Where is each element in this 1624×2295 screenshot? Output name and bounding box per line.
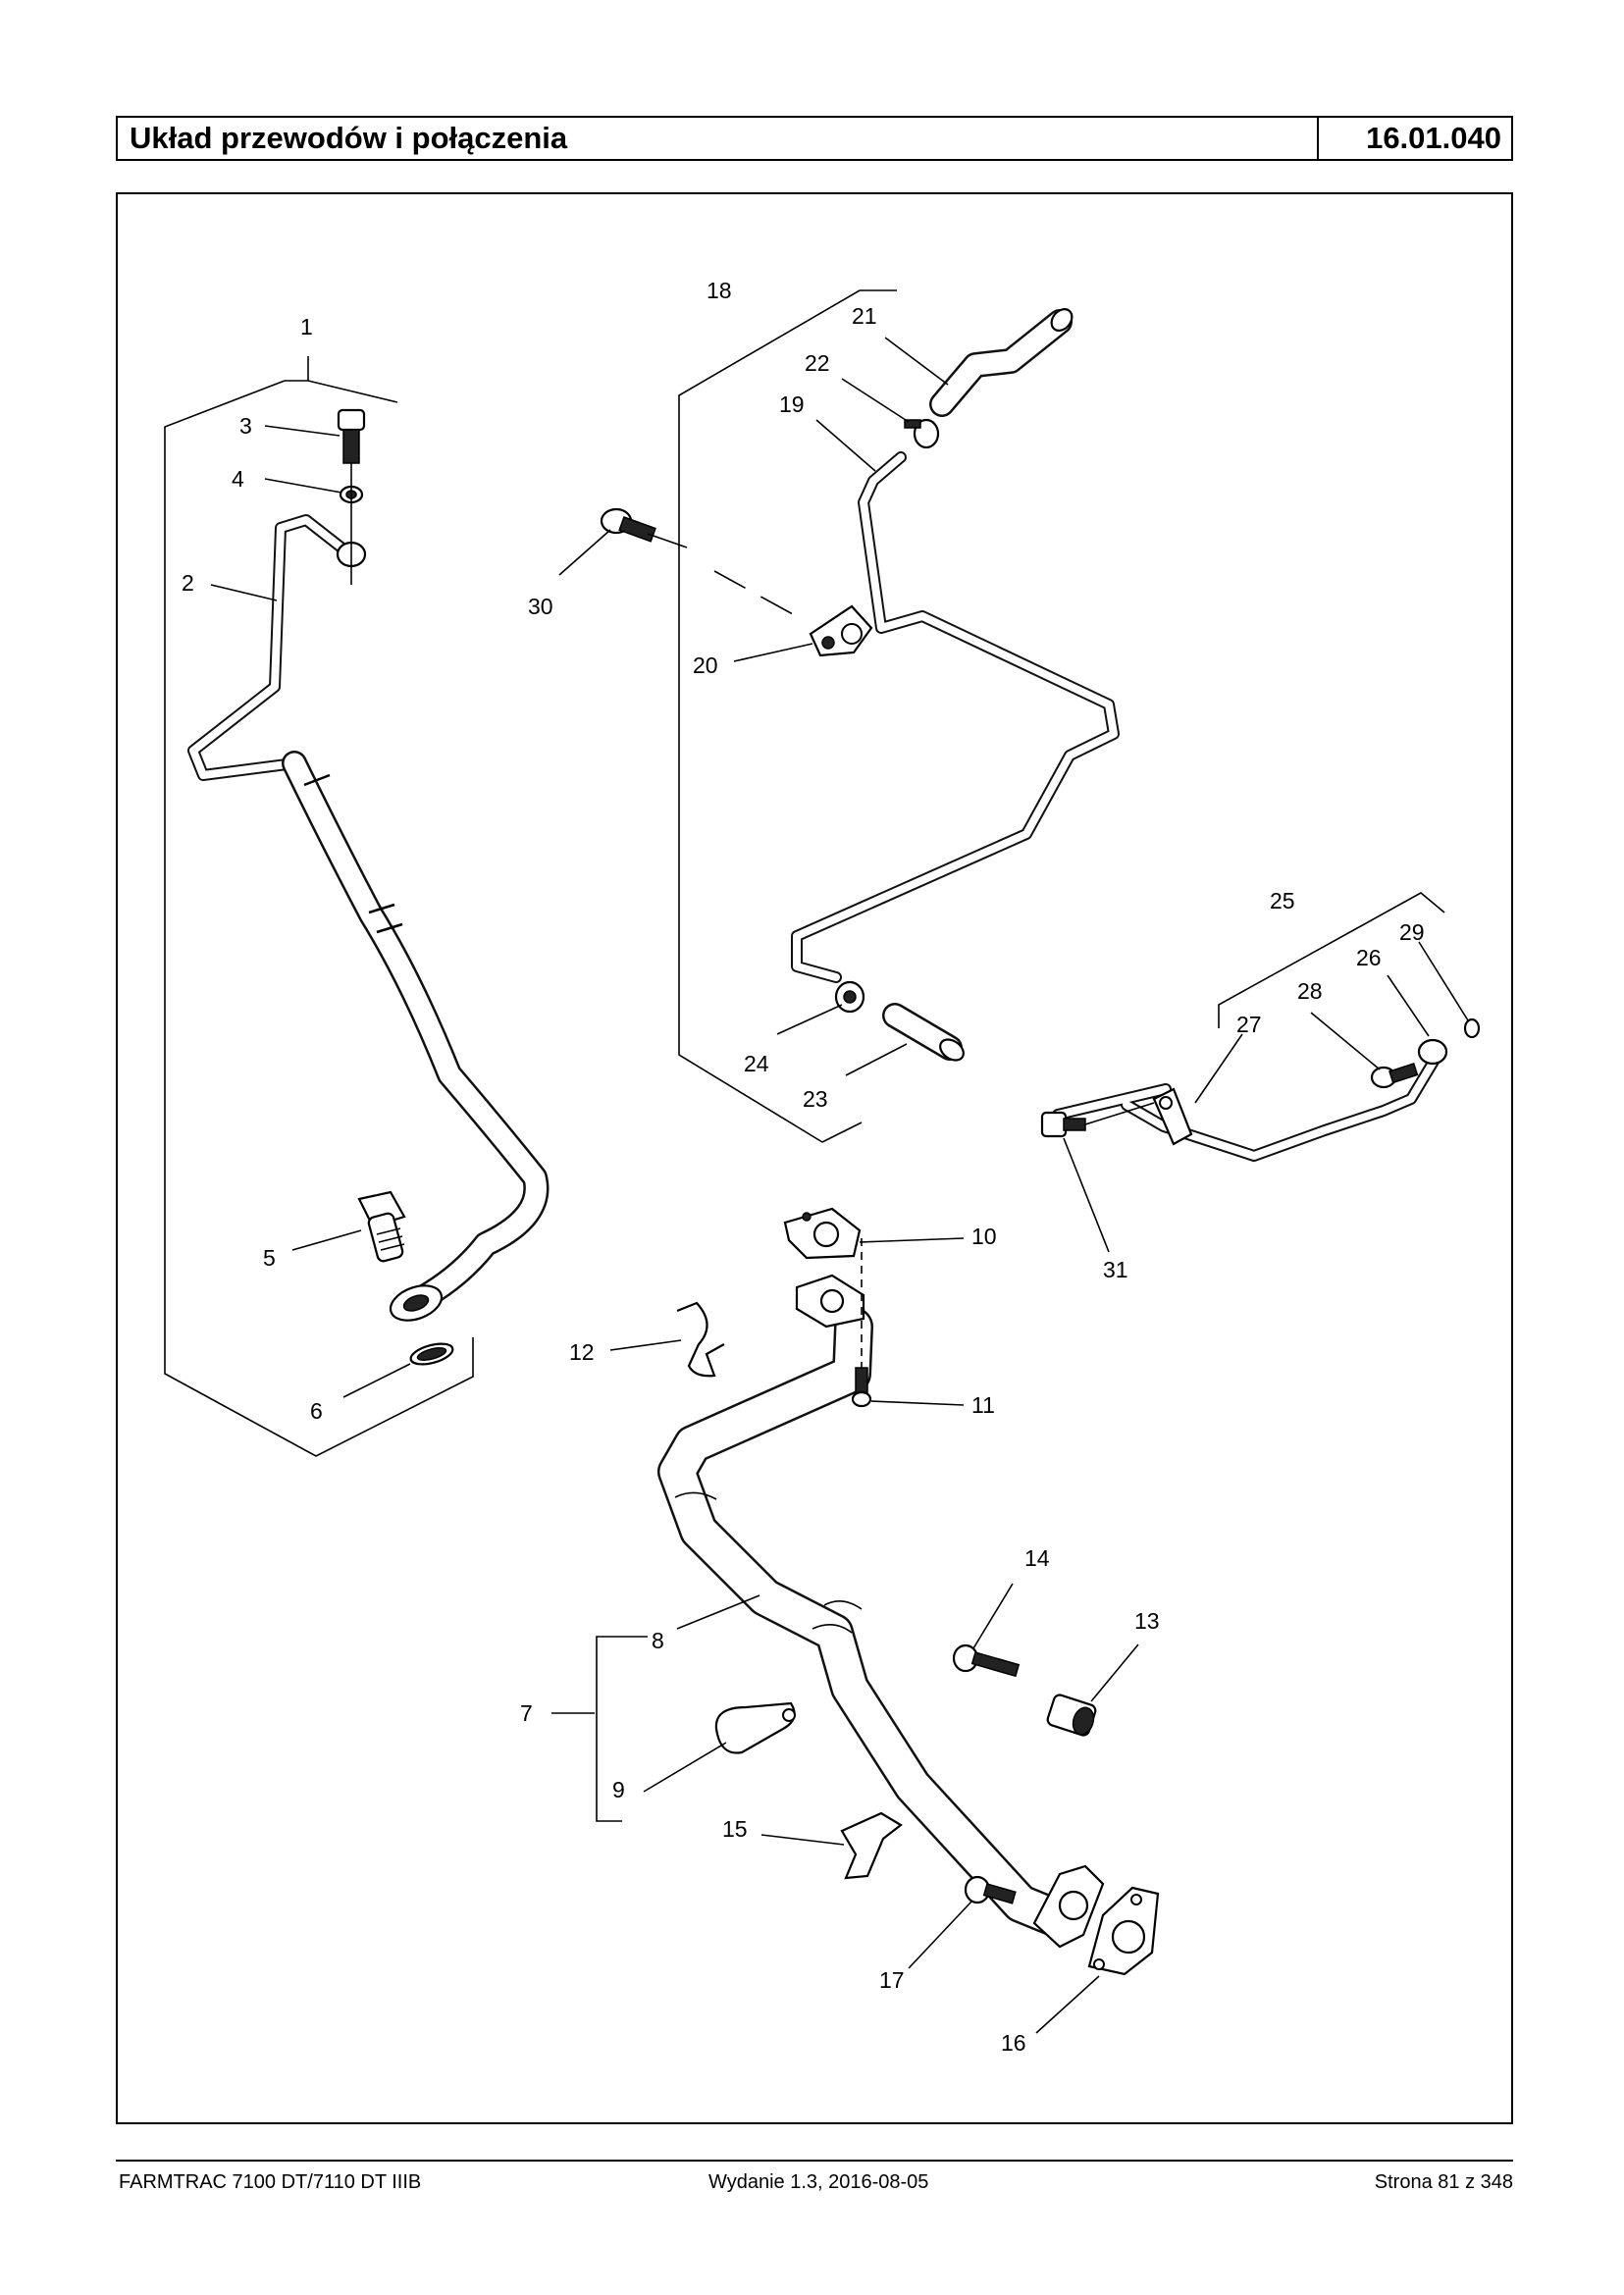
hose-23 [882,1003,965,1062]
return-pipe-19 [791,451,1120,983]
callout-25: 25 [1270,888,1295,913]
callout-9: 9 [612,1777,625,1802]
callout-13: 13 [1134,1608,1160,1634]
callout-18: 18 [707,278,732,303]
group-25-bracket [1218,892,1445,1028]
bolt-14 [952,1643,1021,1678]
callout-5: 5 [263,1245,276,1271]
footer-edition: Wydanie 1.3, 2016-08-05 [708,2171,929,2193]
pipe-25 [1052,1054,1441,1162]
oil-pipe-2 [187,514,550,1322]
leader-lines [210,337,1469,2034]
callout-4: 4 [232,466,244,492]
clamp-22 [904,418,940,449]
callout-31: 31 [1103,1257,1128,1282]
callout-22: 22 [805,350,830,376]
callout-28: 28 [1297,978,1323,1004]
clip-20 [809,604,873,657]
group-7-bracket [596,1636,648,1822]
group-18-bracket [678,289,897,1143]
spacer-13 [1046,1694,1097,1737]
bolt-31 [1040,1102,1155,1138]
callout-21: 21 [852,303,877,329]
callout-10: 10 [971,1224,997,1249]
clip-15 [840,1811,903,1880]
callout-7: 7 [520,1700,533,1726]
section-code: 16.01.040 [1366,121,1501,155]
banjo-26 [1417,1038,1448,1066]
callout-6: 6 [310,1398,323,1424]
page-title: Układ przewodów i połączenia [118,118,1319,159]
bolt-17 [964,1875,1017,1904]
callout-20: 20 [693,652,718,678]
callout-labels: 1 2 3 4 5 6 7 8 9 10 11 12 13 14 15 16 1… [182,278,1425,2056]
clip-9 [714,1701,796,1754]
callout-15: 15 [722,1816,748,1842]
callout-8: 8 [652,1628,664,1653]
callout-27: 27 [1236,1012,1262,1037]
footer-model: FARMTRAC 7100 DT/7110 DT IIIB [119,2171,422,2193]
callout-2: 2 [182,570,194,596]
bolt-11 [851,1238,872,1408]
footer-page-number: Strona 81 z 348 [1374,2171,1513,2193]
bolt-28 [1370,1063,1419,1089]
callout-3: 3 [239,413,252,439]
callout-29: 29 [1399,919,1425,945]
callout-26: 26 [1356,945,1382,970]
footer-rule [116,2160,1513,2162]
gasket-16 [1087,1886,1160,1976]
callout-24: 24 [744,1051,769,1076]
clamp-24 [834,980,865,1014]
washer-29 [1463,1017,1481,1039]
bolt-30 [600,507,688,548]
callout-11: 11 [971,1392,995,1418]
washer-6 [409,1342,454,1366]
hose-21 [929,308,1074,417]
flange-10 [783,1207,862,1260]
banjo-bolt-3 [336,408,367,585]
flange-pipe-end [1032,1864,1105,1949]
callout-12: 12 [569,1339,595,1365]
callout-16: 16 [1001,2030,1026,2056]
dashed-axis [713,570,794,615]
big-pipe-8 [657,1274,1083,1941]
group-1-bracket [164,356,474,1457]
callout-14: 14 [1024,1545,1050,1571]
callout-19: 19 [779,391,805,417]
callout-1: 1 [300,314,313,339]
page-header: Układ przewodów i połączenia 16.01.040 [116,116,1513,161]
callout-30: 30 [528,594,553,619]
bracket-27 [1152,1087,1193,1146]
callout-17: 17 [879,1967,905,1993]
diagram-frame [116,192,1513,2124]
banjo-bolt-5 [357,1190,406,1263]
clip-12 [676,1301,725,1378]
callout-23: 23 [803,1086,828,1112]
